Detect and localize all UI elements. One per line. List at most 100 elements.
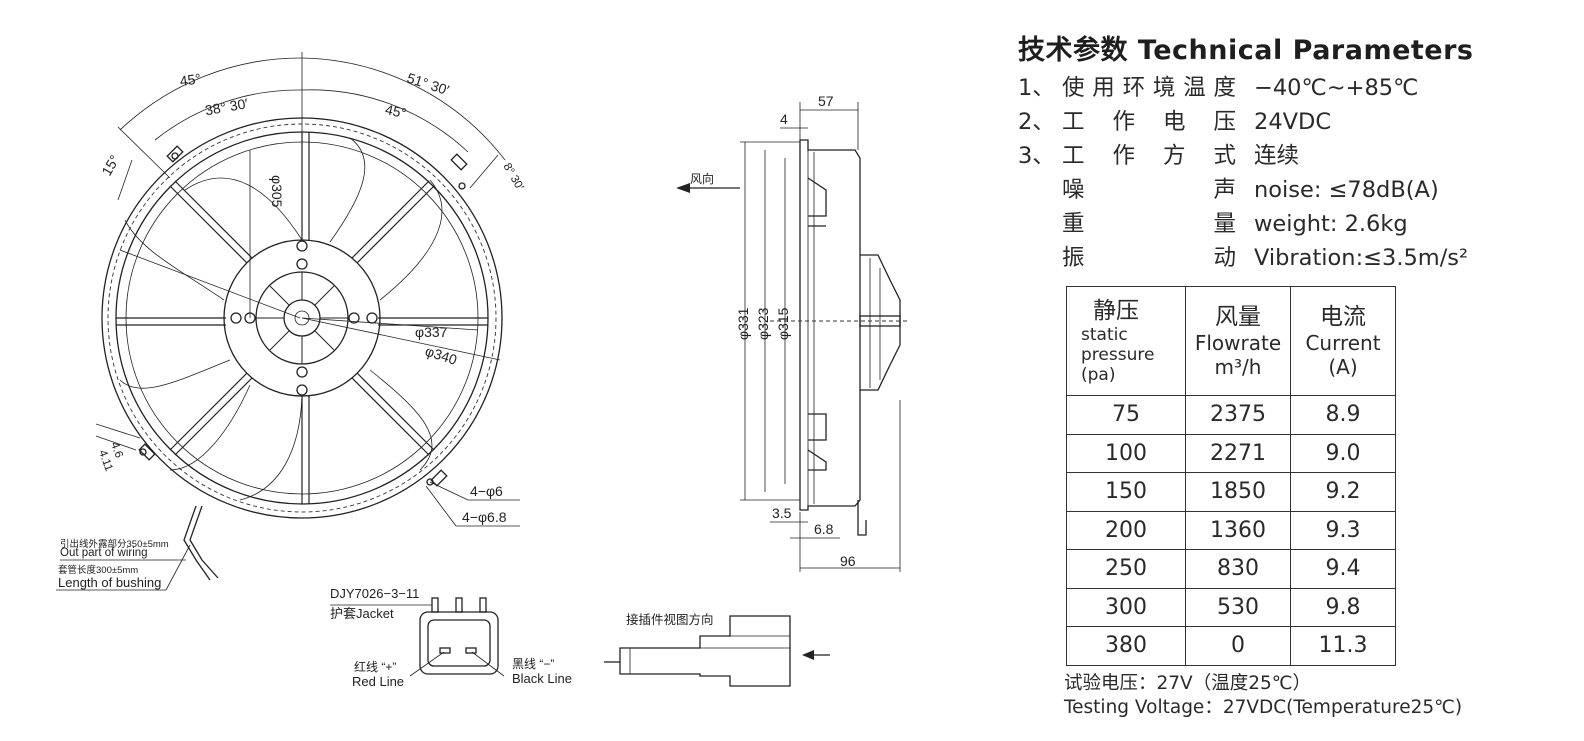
hole-leaders: [425, 481, 520, 527]
table-cell: 0: [1185, 626, 1291, 666]
height-dimension-lines: [740, 141, 800, 501]
param-label-char: 作: [1112, 109, 1135, 135]
param-number: 3、: [1018, 143, 1055, 169]
header-en: pressure: [1081, 345, 1155, 365]
bottom-dimension-lines: [770, 400, 901, 572]
connector-side-view: 接插件视图方向: [604, 612, 830, 687]
height-phi331: φ331: [735, 307, 751, 340]
wiring-cable: [183, 505, 219, 581]
param-value: noise: ≤78dB(A): [1254, 177, 1439, 203]
test-voltage-zh: 试验电压：27V（温度25℃）: [1064, 673, 1312, 694]
pin-positive: [439, 647, 451, 654]
dim-3-5: 3.5: [772, 505, 792, 521]
diameter-337: φ337: [415, 324, 448, 340]
angle-8-30: 8° 30′: [501, 161, 526, 192]
view-arrowhead: [802, 650, 814, 660]
param-number: [1018, 173, 1062, 207]
holes-4-phi6-8: 4−φ6.8: [462, 509, 507, 525]
params-title: 技术参数 Technical Parameters: [1018, 35, 1474, 66]
param-value: weight: 2.6kg: [1254, 211, 1408, 237]
param-label-char: 压: [1213, 109, 1236, 135]
angle-51-30: 51° 30′: [405, 69, 451, 98]
angle-38-30: 38° 30′: [204, 95, 250, 118]
table-cell: 200: [1066, 510, 1186, 550]
table-cell: 9.8: [1290, 587, 1396, 627]
param-label-char: 噪: [1062, 177, 1085, 203]
param-row: 2、工 作 电 压 24VDC: [1018, 105, 1578, 139]
header-current: 电流 Current (A): [1290, 286, 1396, 396]
table-cell: 2375: [1185, 395, 1291, 435]
param-label-char: 振: [1062, 245, 1085, 271]
param-label-char: 方: [1162, 143, 1186, 169]
table-cell: 830: [1185, 549, 1291, 589]
param-label-char: 环: [1122, 75, 1146, 101]
param-label-char: 工: [1062, 109, 1085, 135]
connector-view-direction: 接插件视图方向: [626, 612, 714, 627]
param-label-char: 重: [1062, 211, 1085, 237]
param-number: 2、: [1018, 109, 1055, 135]
airflow-arrowhead: [676, 183, 690, 193]
param-label-char: 式: [1213, 143, 1236, 169]
side-view: 风向 57 4: [676, 93, 910, 572]
header-static-pressure: 静压 static pressure (pa): [1066, 286, 1186, 396]
table-cell: 150: [1066, 472, 1186, 512]
dim-57: 57: [818, 93, 834, 109]
param-label-char: 电: [1162, 109, 1186, 135]
header-en: Current: [1305, 331, 1381, 355]
header-zh: 风量: [1215, 304, 1261, 330]
mounting-tabs: [138, 145, 468, 487]
header-en: static: [1081, 325, 1128, 345]
shaft: [294, 310, 310, 326]
table-cell: 380: [1066, 626, 1186, 666]
bushing-label-zh: 套管长度300±5mm: [58, 564, 138, 576]
dim-4: 4: [780, 111, 788, 127]
pin-negative: [465, 647, 477, 654]
table-cell: 9.0: [1290, 433, 1396, 473]
param-label-char: 用: [1092, 75, 1115, 101]
header-flowrate: 风量 Flowrate m³/h: [1185, 286, 1291, 396]
param-label-char: 动: [1213, 245, 1236, 271]
header-zh: 电流: [1320, 304, 1366, 330]
test-voltage-en: Testing Voltage：27VDC(Temperature25℃): [1064, 697, 1463, 718]
angle-45-left: 45°: [179, 70, 202, 89]
param-label: 噪声: [1062, 173, 1254, 207]
table-cell: 75: [1066, 395, 1186, 435]
technical-parameters: 技术参数 Technical Parameters 1、使用环境温度−40℃~+…: [1018, 28, 1578, 275]
table-cell: 9.3: [1290, 510, 1396, 550]
black-line-en: Black Line: [512, 671, 572, 686]
param-value: 连续: [1254, 143, 1300, 169]
param-label: 工作电压: [1062, 105, 1254, 139]
black-line-zh: 黑线 “−”: [512, 657, 554, 671]
top-dimension-lines: [780, 102, 859, 150]
param-number: [1018, 241, 1062, 275]
guard-spokes: [116, 132, 488, 504]
test-notes: 试验电压：27V（温度25℃） Testing Voltage：27VDC(Te…: [1064, 672, 1462, 720]
param-value: 24VDC: [1254, 109, 1332, 135]
param-label: 振动: [1062, 241, 1254, 275]
dim-6-8: 6.8: [814, 521, 834, 537]
side-wire: [857, 500, 867, 536]
table-cell: 11.3: [1290, 626, 1396, 666]
param-value: −40℃~+85℃: [1254, 75, 1419, 101]
fan-blades: [119, 137, 443, 501]
table-cell: 530: [1185, 587, 1291, 627]
param-row: 3、工作方式连续: [1018, 139, 1578, 173]
diameter-305: φ305: [269, 175, 285, 208]
airflow-label: 风向: [690, 171, 714, 186]
connector-model: DJY7026−3−11: [330, 586, 419, 601]
param-number: [1018, 207, 1062, 241]
red-line-en: Red Line: [352, 674, 404, 689]
jacket-label: 护套Jacket: [330, 606, 394, 621]
